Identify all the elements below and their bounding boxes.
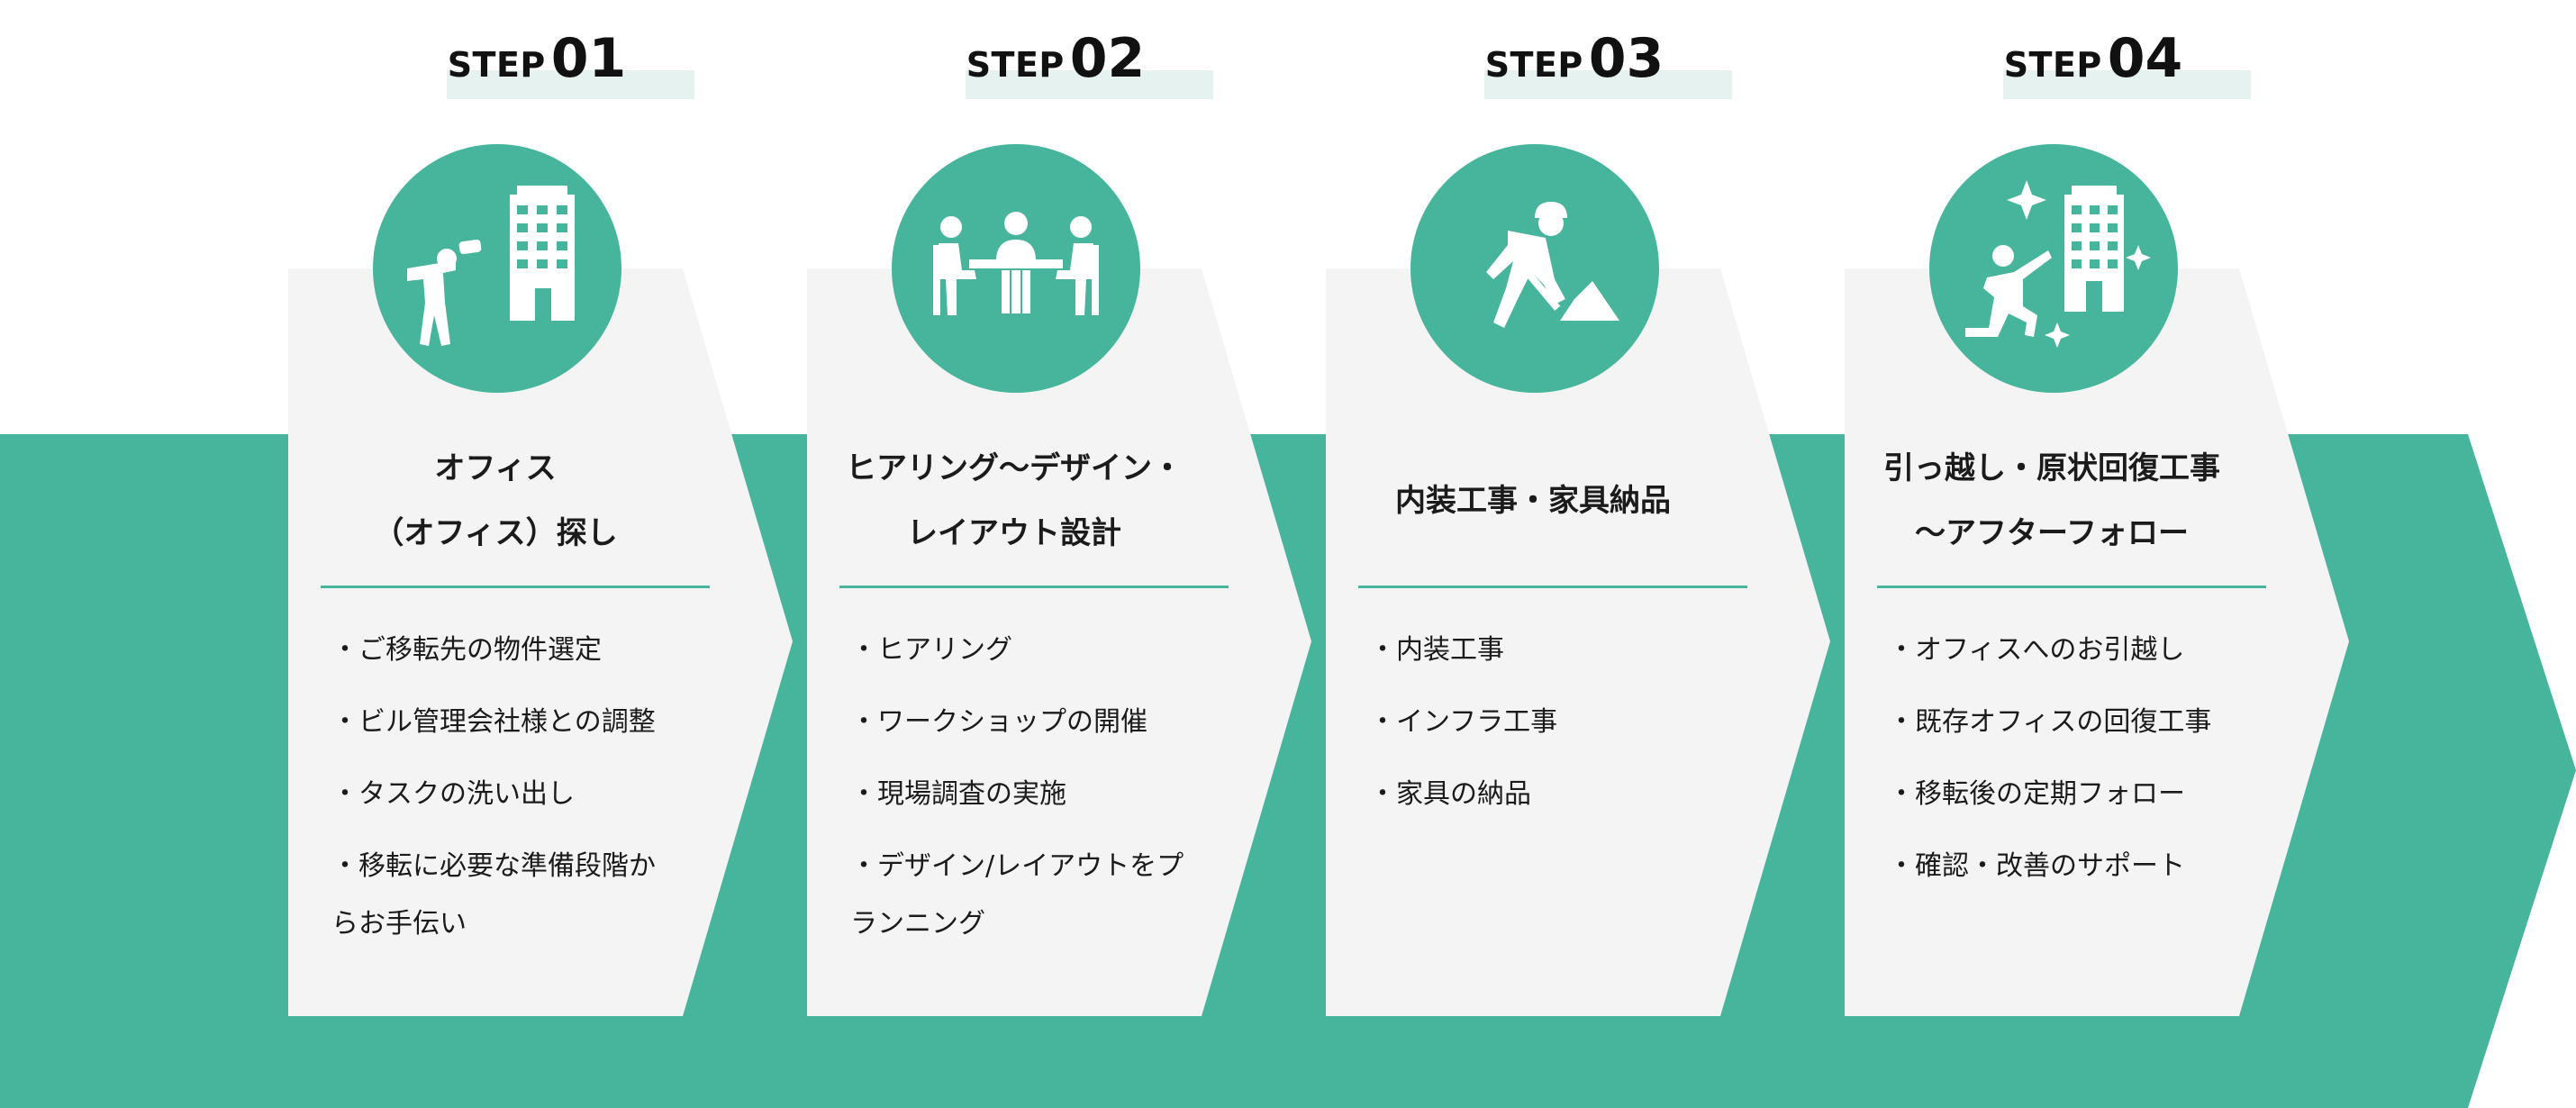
list-item: ・ビル管理会社様との調整 xyxy=(331,706,656,738)
divider xyxy=(1877,586,2266,588)
step-3-items: ・内装工事 ・インフラ工事 ・家具の納品 xyxy=(1369,622,1756,838)
list-item: ・移転に必要な準備段階か らお手伝い xyxy=(331,850,656,940)
step-4-items: ・オフィスへのお引越し ・既存オフィスの回復工事 ・移転後の定期フォロー ・確認… xyxy=(1888,622,2275,910)
divider xyxy=(1358,586,1747,588)
list-item: ・ご移転先の物件選定 xyxy=(331,634,602,666)
divider xyxy=(839,586,1229,588)
step-number: 02 xyxy=(1069,27,1146,90)
list-item: ・デザイン/レイアウトをプ ランニング xyxy=(850,850,1184,940)
step-3-title: 内装工事・家具納品 xyxy=(1395,483,1671,519)
construction-worker-shovel-icon xyxy=(1410,144,1659,393)
list-item: ・家具の納品 xyxy=(1369,778,1531,810)
list-item: ・ワークショップの開催 xyxy=(850,706,1147,738)
list-item: ・オフィスへのお引越し xyxy=(1888,634,2185,666)
step-heading-highlight xyxy=(447,70,694,99)
step-label: STEP xyxy=(2003,45,2102,85)
step-1-title: オフィス （オフィス）探し xyxy=(373,450,618,551)
step-label: STEP xyxy=(447,45,546,85)
step-3-card xyxy=(1326,268,1830,1016)
step-number: 01 xyxy=(550,27,627,90)
step-number: 03 xyxy=(1588,27,1664,90)
list-item: ・確認・改善のサポート xyxy=(1888,850,2185,882)
step-2-card xyxy=(807,268,1311,1016)
list-item: ・移転後の定期フォロー xyxy=(1888,778,2185,810)
step-label: STEP xyxy=(1484,45,1583,85)
step-4-card xyxy=(1845,268,2349,1016)
celebrating-person-building-icon xyxy=(1929,144,2178,393)
list-item: ・既存オフィスの回復工事 xyxy=(1888,706,2212,738)
binoculars-person-building-icon xyxy=(373,144,621,393)
list-item: ・現場調査の実施 xyxy=(850,778,1066,810)
list-item: ・タスクの洗い出し xyxy=(331,778,575,810)
list-item: ・ヒアリング xyxy=(850,634,1012,666)
list-item: ・内装工事 xyxy=(1369,634,1504,666)
step-heading-highlight xyxy=(1484,70,1732,99)
step-2-title: ヒアリング〜デザイン・ レイアウト設計 xyxy=(846,450,1183,551)
list-item: ・インフラ工事 xyxy=(1369,706,1558,738)
step-number: 04 xyxy=(2107,27,2183,90)
step-heading-highlight xyxy=(966,70,1213,99)
step-label: STEP xyxy=(966,45,1065,85)
step-4-title: 引っ越し・原状回復工事 〜アフターフォロー xyxy=(1883,450,2220,551)
step-1-card xyxy=(288,268,793,1016)
step-heading-highlight xyxy=(2003,70,2251,99)
meeting-table-icon xyxy=(892,144,1140,393)
step-1-items: ・ご移転先の物件選定 ・ビル管理会社様との調整 ・タスクの洗い出し ・移転に必要… xyxy=(331,622,719,967)
divider xyxy=(321,586,710,588)
step-2-items: ・ヒアリング ・ワークショップの開催 ・現場調査の実施 ・デザイン/レイアウトを… xyxy=(850,622,1238,967)
